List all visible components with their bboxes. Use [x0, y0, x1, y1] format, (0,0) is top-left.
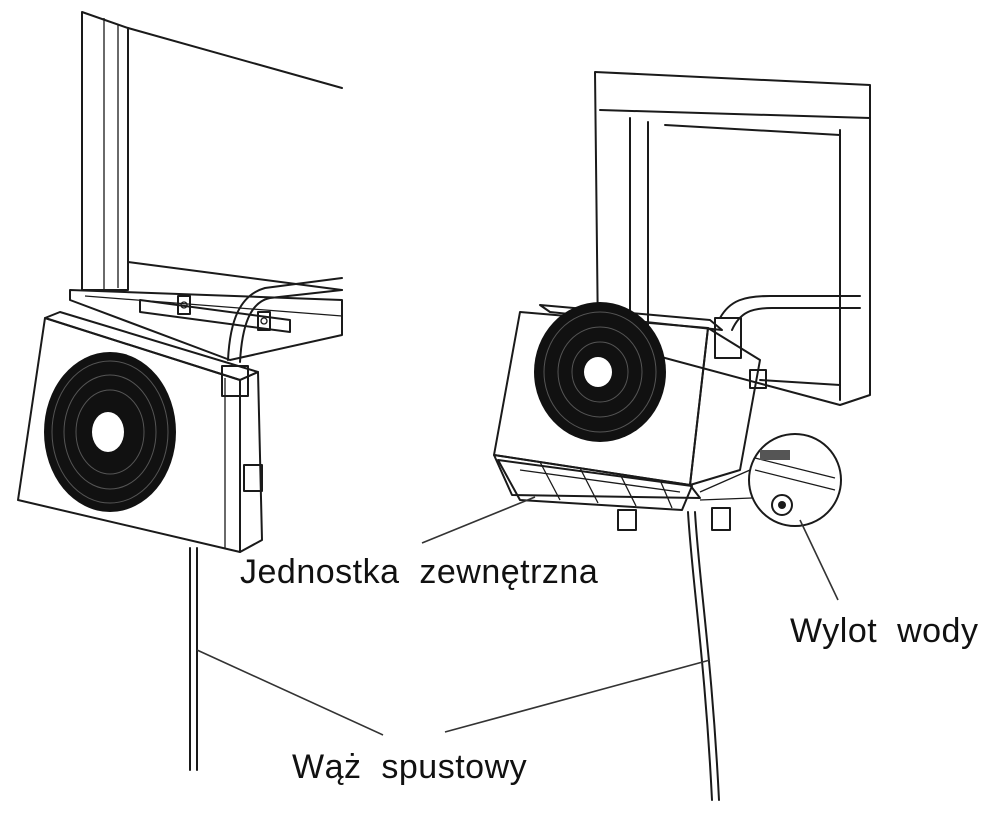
- leader-lines: [196, 496, 839, 736]
- left-refrigerant-pipe: [227, 277, 343, 363]
- right-drain-hose: [687, 511, 720, 801]
- leader-water-outlet: [799, 519, 839, 601]
- label-outdoor-unit: Jednostka zewnętrzna: [240, 553, 599, 591]
- leader-drain-hose-right: [444, 659, 711, 733]
- leader-drain-hose-left: [196, 649, 384, 736]
- left-fan-icon: [44, 352, 176, 512]
- right-fan-icon: [534, 302, 666, 442]
- label-drain-hose: Wąż spustowy: [292, 748, 528, 786]
- right-refrigerant-pipe: [719, 295, 861, 386]
- label-water-outlet: Wylot wody: [790, 612, 979, 650]
- water-outlet-detail-magnifier: [699, 433, 842, 527]
- right-base-grille: [493, 454, 701, 511]
- left-window: [69, 11, 343, 361]
- left-mounting-bracket: [139, 295, 291, 333]
- right-outdoor-unit: [493, 302, 767, 531]
- left-outdoor-unit: [17, 311, 263, 553]
- left-drain-hose: [189, 547, 198, 771]
- right-window: [594, 71, 871, 406]
- leader-outdoor-unit: [421, 496, 536, 544]
